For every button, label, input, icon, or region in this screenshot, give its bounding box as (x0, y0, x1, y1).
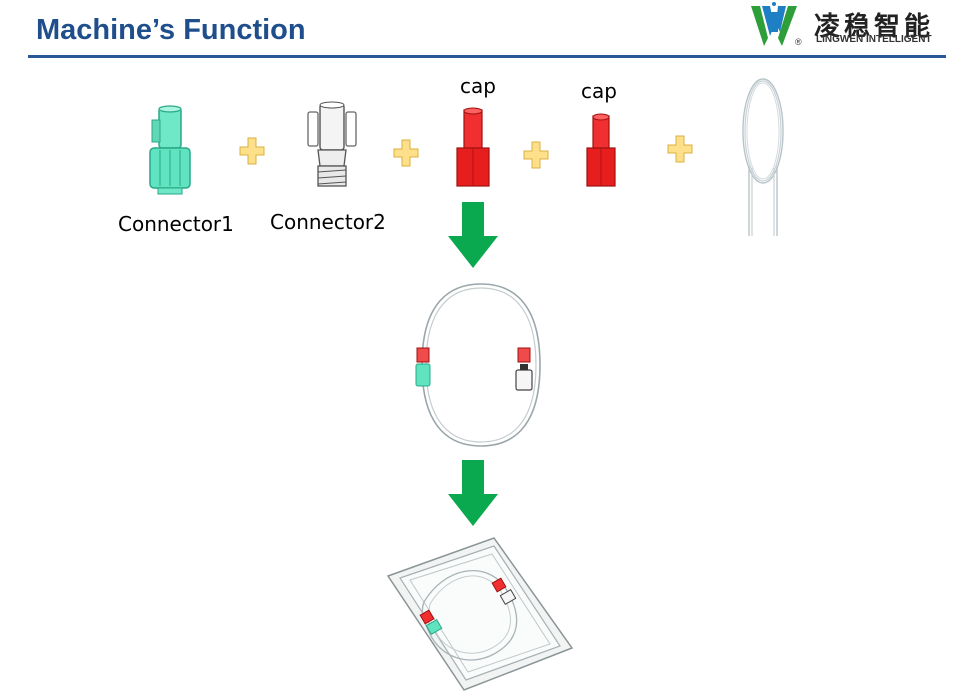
cap1-illustration (456, 107, 490, 187)
tube-coil-illustration (742, 78, 784, 236)
assembled-tube-loop-illustration (415, 283, 541, 447)
cap1-label: cap (460, 74, 496, 98)
logo-english-name: LINGWEN INTELLIGENT (816, 34, 932, 45)
page-title: Machine’s Function (36, 14, 306, 46)
down-arrow-icon (448, 202, 498, 268)
connector1-illustration (149, 105, 191, 195)
connector2-label: Connector2 (270, 210, 386, 234)
logo-registered-mark: ® (795, 37, 802, 47)
title-underline (28, 55, 946, 58)
cap2-label: cap (581, 79, 617, 103)
lingwen-logo-icon (751, 2, 797, 46)
plus-icon (523, 141, 549, 169)
plus-icon (239, 137, 265, 165)
logo-chinese-name: 凌稳智能 (814, 12, 935, 42)
plus-icon (667, 135, 693, 163)
down-arrow-icon (448, 460, 498, 526)
cap2-illustration (586, 113, 616, 187)
connector1-label: Connector1 (118, 212, 234, 236)
connector2-illustration (307, 101, 357, 187)
packaged-tray-illustration (386, 537, 574, 691)
plus-icon (393, 139, 419, 167)
